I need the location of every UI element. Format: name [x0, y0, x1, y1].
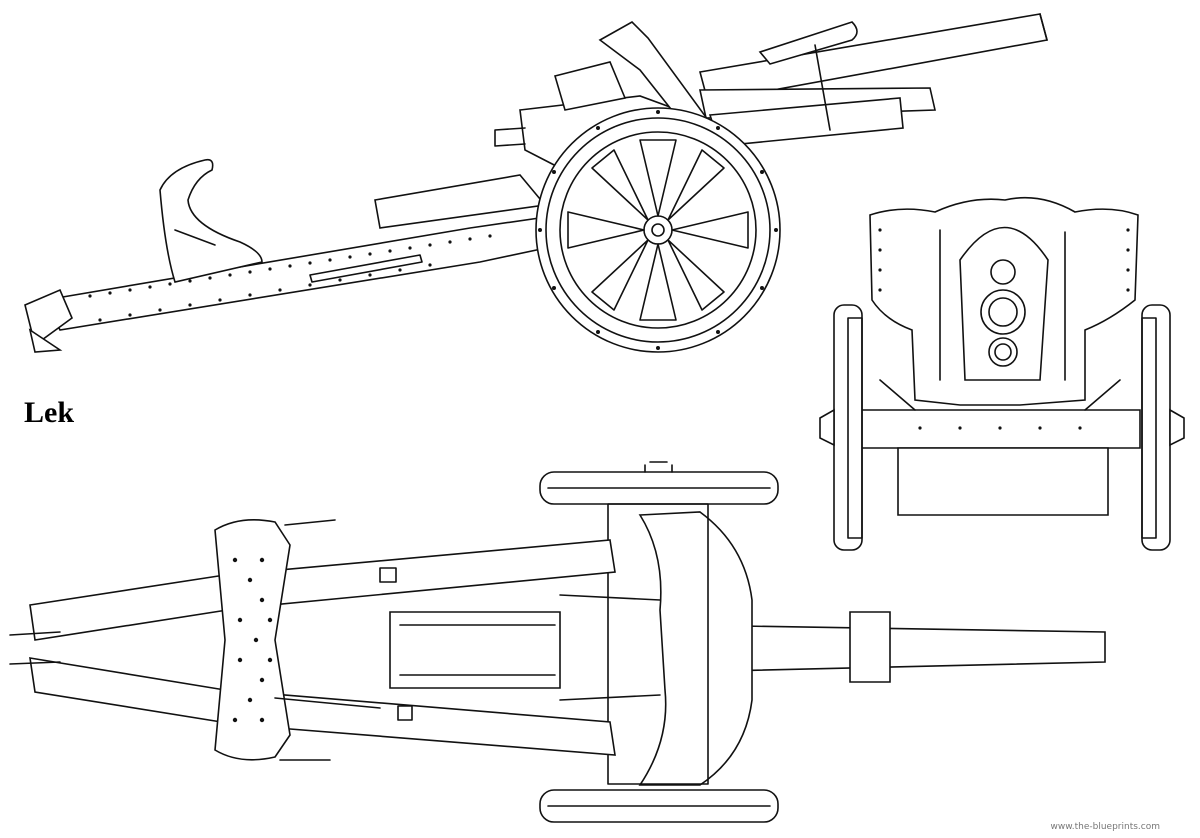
top-axle-wheels [539, 461, 779, 823]
side-view [24, 13, 1048, 353]
front-wheel-left [819, 304, 863, 551]
front-shield [869, 196, 1139, 406]
front-rivets [878, 228, 1130, 430]
side-barrel [699, 13, 1048, 147]
top-shield [559, 511, 753, 786]
side-spade [159, 158, 263, 283]
side-trail [24, 174, 561, 353]
front-wheel-right [1141, 304, 1185, 551]
watermark: www.the-blueprints.com [1050, 822, 1160, 832]
top-view [9, 461, 1106, 823]
side-wheel [535, 107, 781, 353]
drawing-title: Lek [24, 396, 75, 429]
top-trails [9, 519, 616, 761]
front-view [819, 196, 1185, 551]
